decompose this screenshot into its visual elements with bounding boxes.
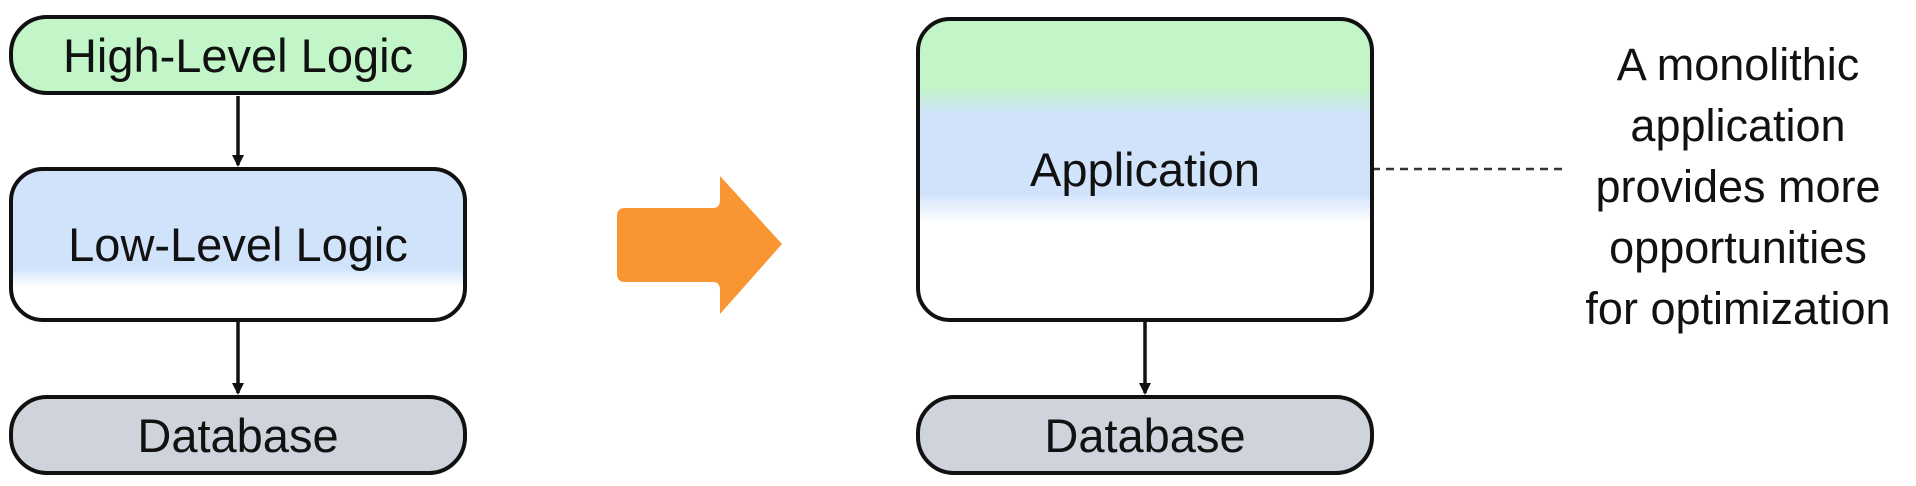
transform-arrow-icon [617,176,782,314]
application-node: Application [916,17,1374,322]
left-database-label: Database [137,408,339,462]
high-level-logic-label: High-Level Logic [62,28,414,82]
application-label: Application [1030,143,1260,196]
optimization-note: A monolithic application provides more o… [1585,39,1891,334]
right-database-node: Database [916,395,1374,475]
left-database-node: Database [9,395,467,475]
low-level-logic-node: Low-Level Logic [9,167,467,322]
low-level-logic-label: Low-Level Logic [68,218,408,271]
right-database-label: Database [1044,408,1246,462]
high-level-logic-node: High-Level Logic [9,15,467,95]
